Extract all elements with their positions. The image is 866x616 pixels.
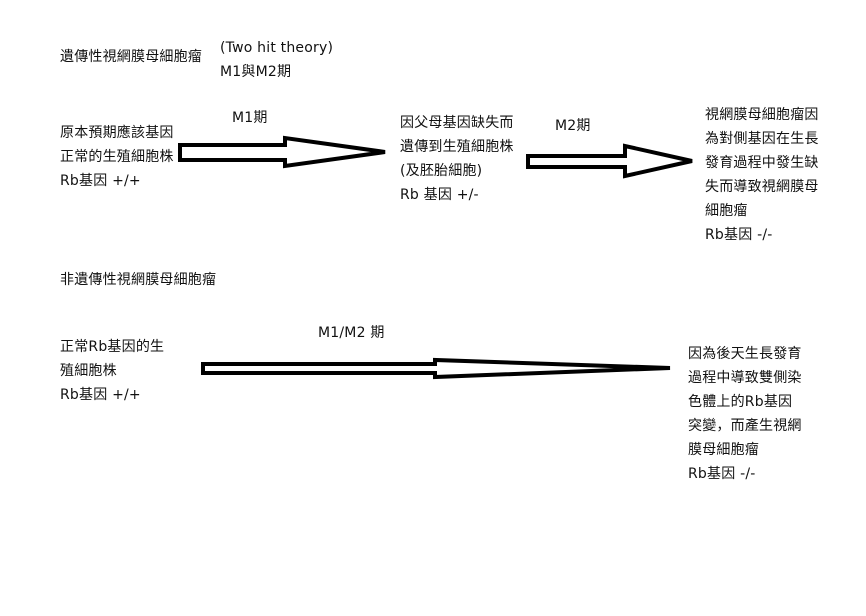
text-line: 視網膜母細胞瘤因: [705, 107, 819, 123]
text-line: 正常的生殖細胞株: [60, 149, 174, 165]
text-line: Rb基因 +/+: [60, 387, 141, 403]
text-line: 突變，而產生視網: [688, 418, 802, 434]
m1-m2-arrow: [201, 357, 671, 380]
m2-arrow: [526, 143, 693, 179]
hereditary-subtitle: (Two hit theory) M1與M2期: [220, 36, 333, 84]
text-line: Rb 基因 +/-: [400, 187, 479, 203]
m1-arrow: [178, 135, 386, 169]
text-line: 過程中導致雙側染: [688, 370, 802, 386]
hereditary-title: 遺傳性視網膜母細胞瘤: [60, 49, 202, 65]
text-line: Rb基因 -/-: [705, 227, 773, 243]
text-line: (及胚胎細胞): [400, 163, 483, 179]
non-hereditary-stage2-text: 因為後天生長發育 過程中導致雙側染 色體上的Rb基因 突變，而產生視網 膜母細胞…: [688, 342, 802, 486]
text-line: 失而導致視網膜母: [705, 179, 819, 195]
hereditary-stage1-text: 原本預期應該基因 正常的生殖細胞株 Rb基因 +/+: [60, 121, 174, 193]
non-hereditary-stage1-text: 正常Rb基因的生 殖細胞株 Rb基因 +/+: [60, 335, 164, 407]
text-line: 為對側基因在生長: [705, 131, 819, 147]
text-line: Rb基因 -/-: [688, 466, 756, 482]
text-line: 正常Rb基因的生: [60, 339, 165, 355]
hereditary-stage2-text: 因父母基因缺失而 遺傳到生殖細胞株 (及胚胎細胞) Rb 基因 +/-: [400, 111, 514, 207]
subtitle-line: (Two hit theory): [220, 40, 334, 56]
text-line: 細胞瘤: [705, 203, 748, 219]
text-line: 色體上的Rb基因: [688, 394, 793, 410]
m1-m2-arrow-label: M1/M2 期: [318, 325, 385, 341]
hereditary-stage3-text: 視網膜母細胞瘤因 為對側基因在生長 發育過程中發生缺 失而導致視網膜母 細胞瘤 …: [705, 103, 819, 247]
text-line: 原本預期應該基因: [60, 125, 174, 141]
text-line: Rb基因 +/+: [60, 173, 141, 189]
text-line: 膜母細胞瘤: [688, 442, 759, 458]
subtitle-line: M1與M2期: [220, 64, 292, 80]
text-line: 因父母基因缺失而: [400, 115, 514, 131]
text-line: 遺傳到生殖細胞株: [400, 139, 514, 155]
text-line: 發育過程中發生缺: [705, 155, 819, 171]
m1-arrow-label: M1期: [232, 110, 268, 126]
text-line: 因為後天生長發育: [688, 346, 802, 362]
text-line: 殖細胞株: [60, 363, 117, 379]
m2-arrow-label: M2期: [555, 118, 591, 134]
non-hereditary-title: 非遺傳性視網膜母細胞瘤: [60, 272, 217, 288]
